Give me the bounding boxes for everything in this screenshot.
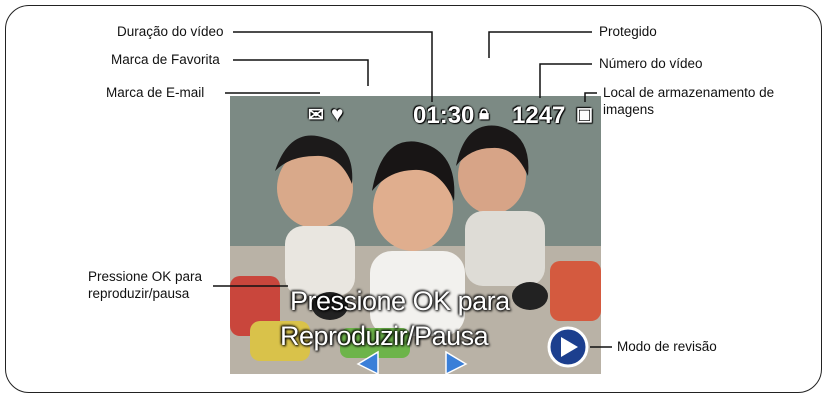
right-arrow-icon	[445, 350, 468, 374]
callout-protected: Protegido	[599, 24, 657, 39]
callout-storage-line2: imagens	[603, 102, 655, 117]
callout-press-ok-line1: Pressione OK para	[88, 269, 203, 284]
callout-storage-line1: Local de armazenamento de	[603, 85, 775, 100]
callout-video-number: Número do vídeo	[599, 56, 703, 71]
video-number: 1247	[512, 102, 566, 129]
storage-card-icon: ▣	[576, 104, 594, 124]
callout-press-ok-line2: reproduzir/pausa	[88, 286, 190, 301]
left-arrow-icon	[356, 350, 379, 374]
camera-lcd-screen: ✉ ♥ 01:30 🔒︎ 1247 ▣ Pressione OK para Re…	[230, 96, 601, 374]
email-tag-icon: ✉	[308, 105, 324, 126]
callout-favorite: Marca de Favorita	[111, 52, 220, 67]
callout-review-mode: Modo de revisão	[617, 339, 717, 354]
overlay-press-ok: Pressione OK para	[290, 286, 510, 316]
diagram-frame	[5, 5, 822, 393]
callout-email: Marca de E-mail	[106, 85, 205, 100]
callout-duration: Duração do vídeo	[117, 24, 224, 39]
nav-arrows	[356, 326, 589, 374]
favorite-heart-icon: ♥	[331, 103, 344, 126]
overlay-play-pause: Reproduzir/Pausa	[280, 321, 489, 351]
protected-lock-icon: 🔒︎	[479, 103, 490, 124]
video-duration: 01:30	[413, 102, 475, 129]
photo-of-children	[230, 96, 601, 374]
